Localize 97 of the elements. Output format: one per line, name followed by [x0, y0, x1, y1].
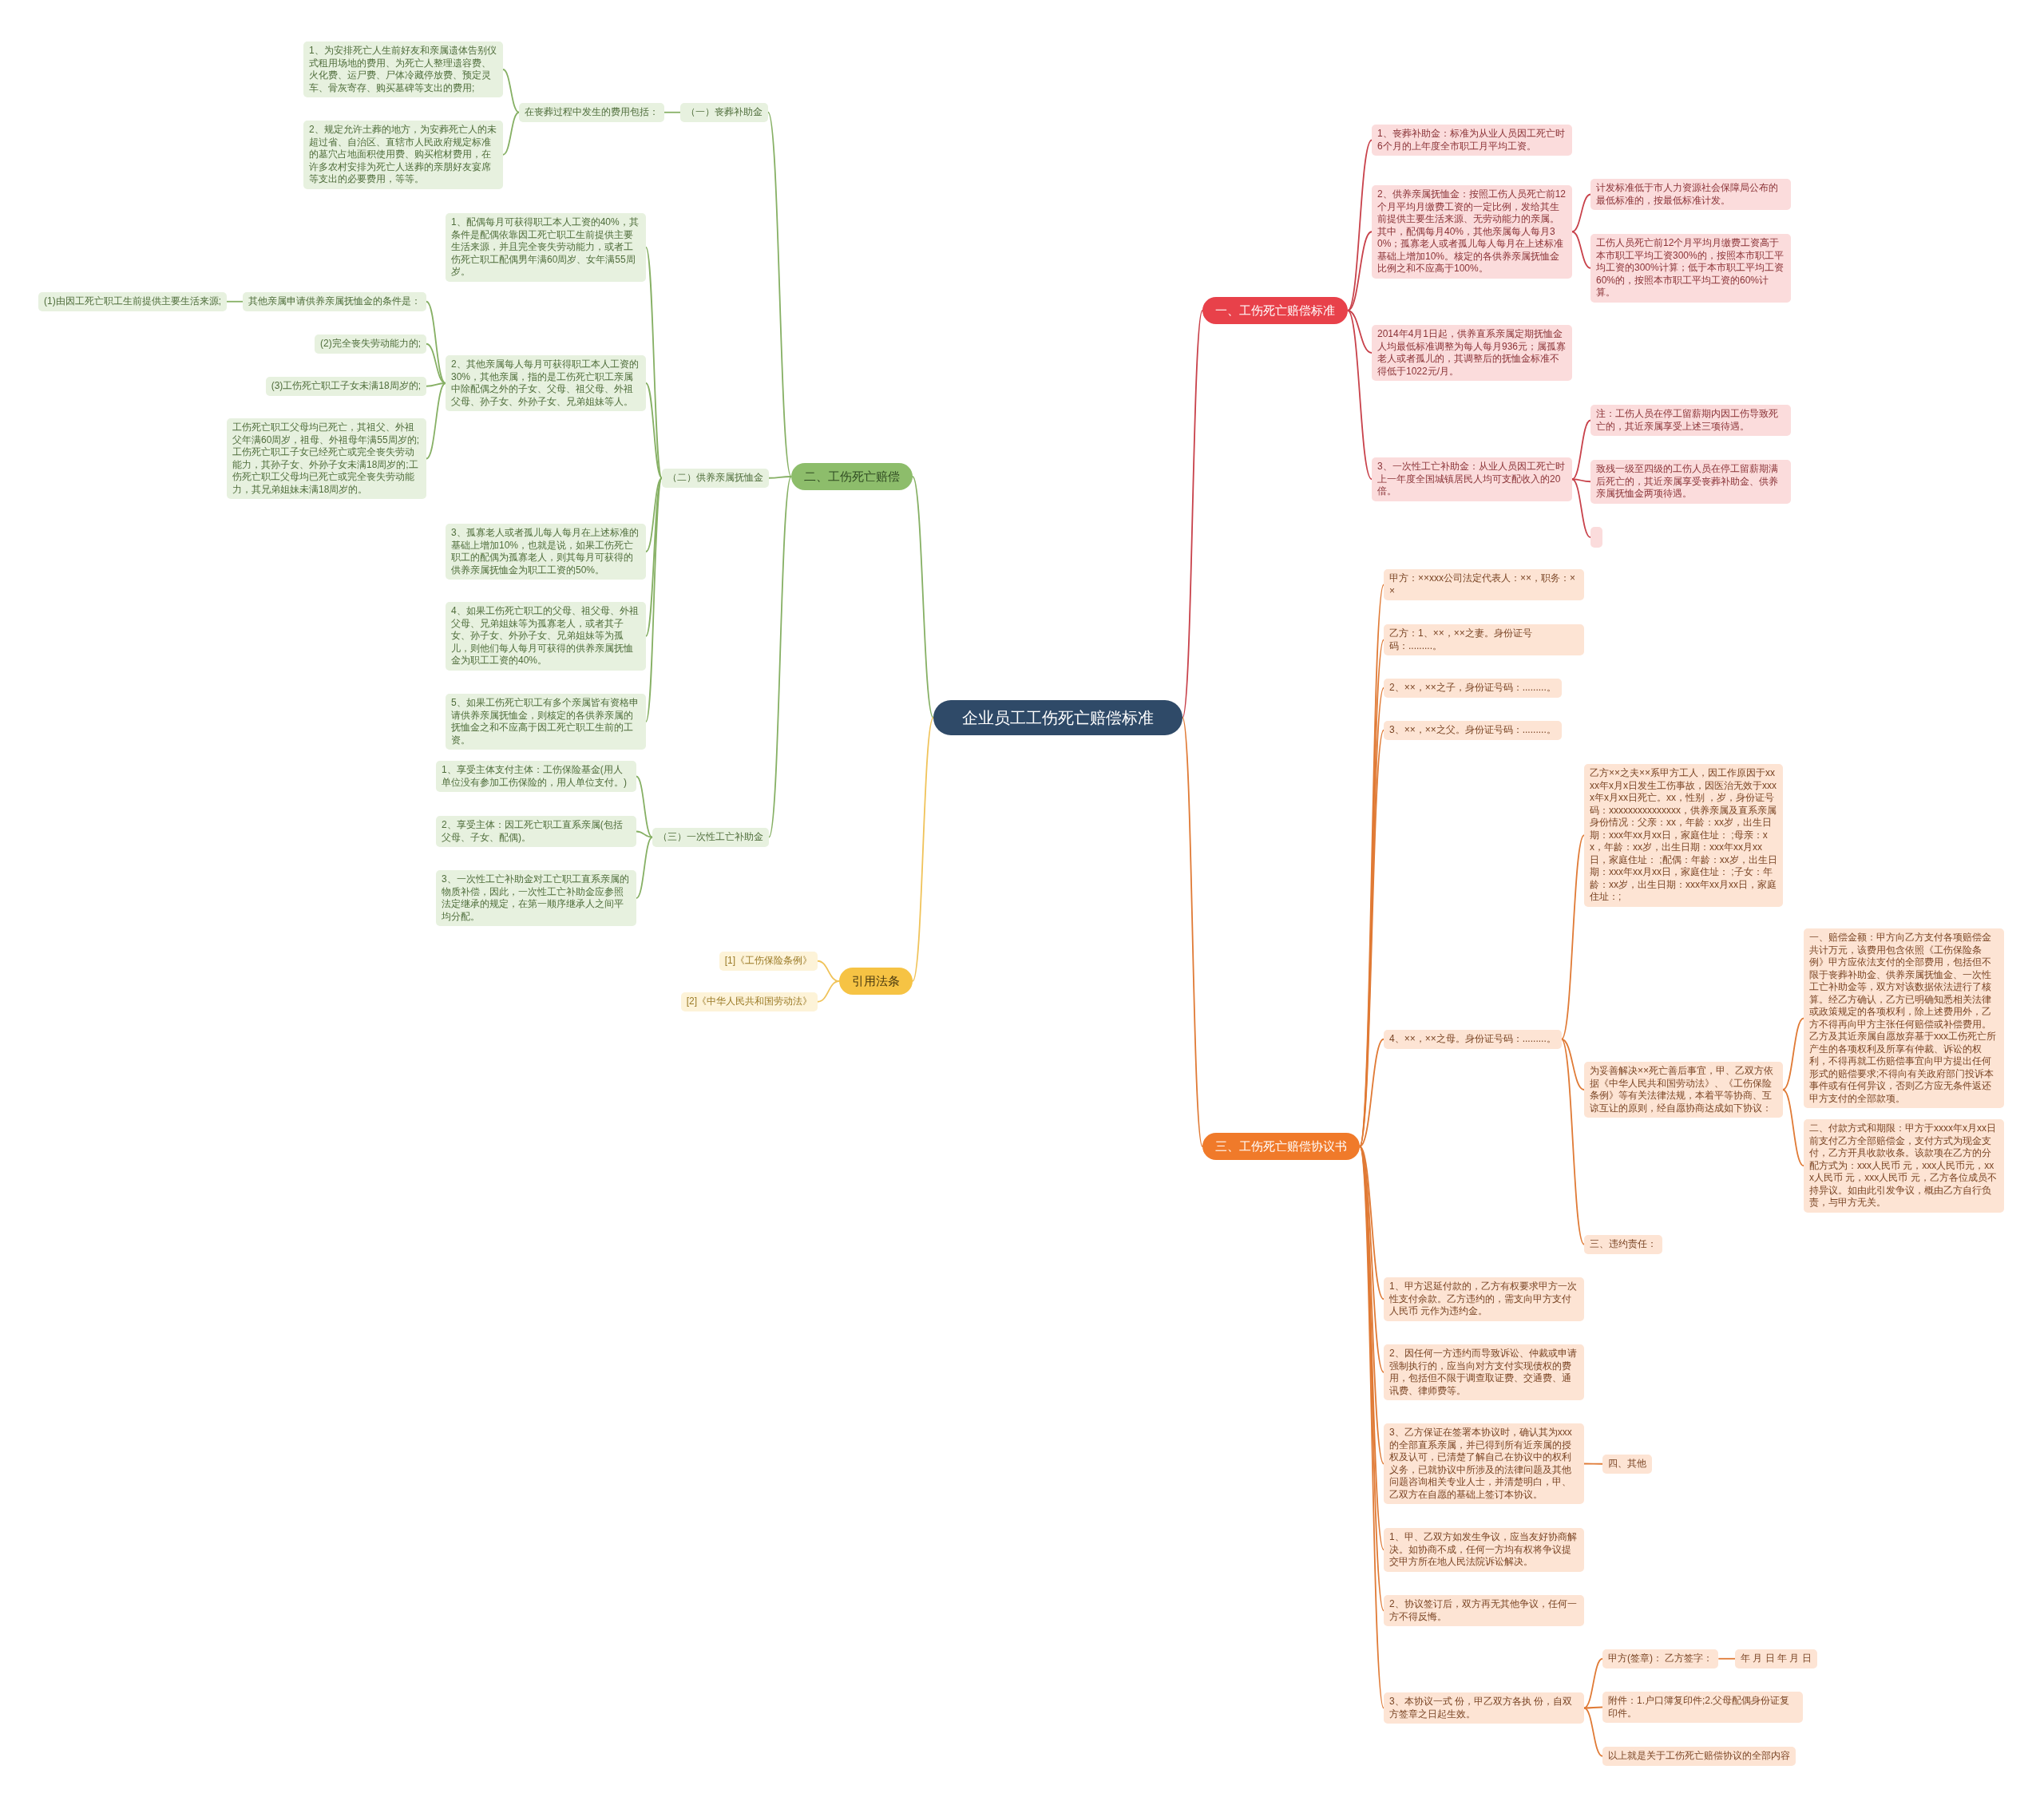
topic-box: 2、其他亲属每人每月可获得职工本人工资的30%，其他亲属，指的是工伤死亡职工亲属中除配偶之外的子女、父母、祖父母、外祖父母、孙子女、外孙子女、兄弟姐妹等人。: [446, 355, 646, 411]
topic-box: 计发标准低于市人力资源社会保障局公布的最低标准的，按最低标准计发。: [1590, 179, 1791, 210]
topic-box: 2、规定允许土葬的地方，为安葬死亡人的未超过省、自治区、直辖市人民政府规定标准的墓穴占地面积使用费、购买棺材费用，在许多农村安排为死亡人送葬的亲朋好友宴席等支出的必要费用，等等。: [303, 121, 503, 189]
topic-box: 3、本协议一式 份，甲乙双方各执 份，自双方签章之日起生效。: [1384, 1692, 1584, 1724]
connector-line: [1571, 231, 1591, 269]
topic-box: 3、孤寡老人或者孤儿每人每月在上述标准的基础上增加10%，也就是说，如果工伤死亡职工的配偶为孤寡老人，则其每月可获得的供养亲属抚恤金为职工工资的50%。: [446, 524, 646, 580]
topic-box: 1、丧葬补助金：标准为从业人员因工死亡时6个月的上年度全市职工月平均工资。: [1372, 125, 1572, 156]
branch-topic: 一、工伤死亡赔偿标准: [1202, 297, 1348, 324]
connector-line: [1182, 310, 1203, 718]
topic-box: 1、甲方迟延付款的，乙方有权要求甲方一次性支付余款。乙方违约的，需支向甲方支付人民币 元作为违约金。: [1384, 1277, 1584, 1321]
topic-box: 3、乙方保证在签署本协议时，确认其为xxx的全部直系亲属，并已得到所有近亲属的授权及认可，已清楚了解自己在协议中的权利义务，已就协议中所涉及的法律问题及其他问题咨询相关专业人士，并清楚明白，甲、乙双方在自愿的基础上签订本协议。: [1384, 1423, 1584, 1504]
central-topic: 企业员工工伤死亡赔偿标准: [933, 700, 1182, 735]
topic-box: 2、协议签订后，双方再无其他争议，任何一方不得反悔。: [1384, 1595, 1584, 1626]
topic-box: 3、一次性工亡补助金对工亡职工直系亲属的物质补偿，因此，一次性工亡补助金应参照法定继承的规定，在第一顺序继承人之间平均分配。: [436, 870, 636, 926]
topic-box: (3)工伤死亡职工子女未满18周岁的;: [265, 377, 426, 396]
topic-box: 年 月 日 年 月 日: [1735, 1649, 1817, 1668]
connector-line: [1583, 1706, 1603, 1709]
connector-line: [426, 382, 446, 460]
topic-box: （二）供养亲属抚恤金: [662, 469, 769, 488]
connector-line: [426, 342, 446, 384]
topic-box: 2014年4月1日起，供养直系亲属定期抚恤金人均最低标准调整为每人每月936元；属孤寡老人或者孤儿的，其调整后的抚恤金标准不得低于1022元/月。: [1372, 325, 1572, 381]
topic-box: 3、××，××之父。身份证号码：.........。: [1384, 721, 1562, 740]
connector-line: [1571, 478, 1591, 538]
topic-box: 甲方：××xxx公司法定代表人：××，职务：××: [1384, 569, 1584, 600]
connector-line: [1571, 478, 1591, 483]
topic-box: （一）丧葬补助金: [680, 103, 768, 122]
topic-box: 2、因任何一方违约而导致诉讼、仲裁或申请强制执行的，应当向对方支付实现债权的费用，包括但不限于调查取证费、交通费、通讯费、律师费等。: [1384, 1344, 1584, 1400]
topic-box: 2、享受主体：因工死亡职工直系亲属(包括父母、子女、配偶)。: [436, 816, 636, 847]
connector-line: [1571, 193, 1591, 233]
empty-box: [1590, 527, 1602, 548]
connector-line: [912, 476, 934, 718]
topic-box: 甲方(签章)： 乙方签字：: [1602, 1649, 1719, 1668]
topic-box: 工伤人员死亡前12个月平均月缴费工资高于本市职工平均工资300%的，按照本市职工平均工资的300%计算；低于本市职工平均工资60%的，按照本市职工平均工资的60%计算。: [1590, 234, 1791, 303]
topic-box: (2)完全丧失劳动能力的;: [315, 334, 426, 354]
topic-box: 三、违约责任：: [1584, 1235, 1662, 1254]
topic-box: 2、××，××之子，身份证号码：.........。: [1384, 679, 1562, 698]
topic-box: 二、付款方式和期限：甲方于xxxx年x月xx日前支付乙方全部赔偿金，支付方式为现金支付，乙方开具收款收条。该款项在乙方的分配方式为：xxx人民币 元，xxx人民币元，xxx人民币 元，xxx人民币 元，乙方各位成员不持异议。如由此引发争议，概由乙方自行负责，与甲方无关。: [1804, 1119, 2004, 1213]
connector-line: [1182, 717, 1203, 1147]
topic-box: 1、甲、乙双方如发生争议，应当友好协商解决。如协商不成，任何一方均有权将争议提交甲方所在地人民法院诉讼解决。: [1384, 1528, 1584, 1572]
connector-line: [1583, 1657, 1603, 1709]
topic-box: 为妥善解决××死亡善后事宜，甲、乙双方依据《中华人民共和国劳动法》、《工伤保险条例》等有关法律法规，本着平等协商、互谅互让的原则，经自愿协商达成如下协议：: [1584, 1062, 1783, 1118]
topic-box: [2]《中华人民共和国劳动法》: [680, 992, 818, 1011]
topic-box: 1、配偶每月可获得职工本人工资的40%，其条件是配偶依靠因工死亡职工生前提供主要生活来源，并且完全丧失劳动能力，或者工伤死亡职工配偶男年满60周岁、女年满55周岁。: [446, 213, 646, 282]
connector-line: [1347, 310, 1373, 481]
branch-topic: 二、工伤死亡赔偿: [791, 463, 913, 490]
topic-box: 其他亲属申请供养亲属抚恤金的条件是：: [243, 292, 426, 311]
connector-line: [1347, 310, 1373, 354]
connector-line: [1583, 1463, 1603, 1465]
connector-line: [1583, 1707, 1603, 1757]
topic-box: 注：工伤人员在停工留薪期内因工伤导致死亡的，其近亲属享受上述三项待遇。: [1590, 405, 1791, 436]
connector-line: [1782, 1089, 1804, 1167]
topic-box: [1]《工伤保险条例》: [719, 952, 818, 971]
topic-box: (1)由因工死亡职工生前提供主要生活来源;: [38, 292, 227, 311]
connector-line: [1782, 1017, 1804, 1091]
topic-box: 1、为安排死亡人生前好友和亲属遗体告别仪式租用场地的费用、为死亡人整理遗容费、火化费、运尸费、尸体冷藏停放费、预定灵车、骨灰寄存、购买墓碑等支出的费用;: [303, 42, 503, 97]
connector-line: [1359, 1038, 1384, 1147]
connector-line: [1347, 139, 1373, 311]
connector-line: [1560, 1038, 1585, 1245]
topic-box: 乙方：1、××，××之妻。身份证号码：.........。: [1384, 624, 1584, 655]
connector-line: [426, 382, 446, 387]
topic-box: 4、××，××之母。身份证号码：.........。: [1384, 1030, 1562, 1049]
connector-line: [226, 300, 244, 303]
connector-line: [1347, 231, 1373, 311]
topic-box: 2、供养亲属抚恤金：按照工伤人员死亡前12个月平均月缴费工资的一定比例，发给其生前提供主要生活来源、无劳动能力的亲属。其中，配偶每月40%，其他亲属每人每月30%；孤寡老人或者孤儿每人每月在上述标准基础上增加10%。核定的各供养亲属抚恤金比例之和不应高于100%。: [1372, 185, 1572, 279]
topic-box: 3、一次性工亡补助金：从业人员因工死亡时上一年度全国城镇居民人均可支配收入的20倍。: [1372, 457, 1572, 501]
topic-box: 四、其他: [1602, 1455, 1652, 1474]
connector-line: [502, 69, 520, 113]
connector-line: [645, 477, 663, 552]
topic-box: 以上就是关于工伤死亡赔偿协议的全部内容: [1602, 1747, 1796, 1766]
topic-box: 致残一级至四级的工伤人员在停工留薪期满后死亡的，其近亲属享受丧葬补助金、供养亲属抚恤金两项待遇。: [1590, 460, 1791, 504]
topic-box: 在丧葬过程中发生的费用包括：: [519, 103, 664, 122]
connector-line: [664, 111, 681, 113]
connector-line: [817, 980, 840, 1003]
connector-line: [426, 300, 446, 384]
connector-line: [768, 476, 792, 838]
connector-line: [636, 836, 653, 899]
topic-box: 1、享受主体支付主体：工伤保险基金(用人单位没有参加工伤保险的，用人单位支付。): [436, 761, 636, 792]
topic-box: （三）一次性工亡补助金: [652, 828, 769, 847]
connector-line: [1717, 1657, 1736, 1660]
topic-box: 工伤死亡职工父母均已死亡，其祖父、外祖父年满60周岁，祖母、外祖母年满55周岁的;工伤死亡职工子女已经死亡或完全丧失劳动能力，其孙子女、外孙子女未满18周岁的;工伤死亡职工父母均已死亡或完全丧失劳动能力，其兄弟姐妹未满18周岁的。: [227, 418, 426, 499]
topic-box: 一、赔偿金额：甲方向乙方支付各项赔偿金共计万元，该费用包含依照《工伤保险条例》甲方应依法支付的全部费用，包括但不限于丧葬补助金、供养亲属抚恤金、一次性工亡补助金等，双方对该数据依法进行了核算。经乙方确认，乙方已明确知悉相关法律或政策规定的各项权利，除上述费用外，乙方不得再向甲方主张任何赔偿或补偿费用。乙方及其近亲属自愿放弃基于xxx工伤死亡所产生的各项权利及所享有仲裁、诉讼的权利，不得再就工伤赔偿事宜向甲方提出任何形式的赔偿要求;不得向有关政府部门投诉本事件或有任何异议，否则乙方应无条件返还甲方支付的全部款项。: [1804, 928, 2004, 1108]
branch-topic: 三、工伤死亡赔偿协议书: [1202, 1133, 1360, 1160]
connector-line: [636, 775, 653, 838]
connector-line: [1560, 834, 1585, 1040]
connector-line: [1571, 419, 1591, 481]
connector-line: [767, 111, 792, 477]
topic-box: 乙方××之夫××系甲方工人，因工作原因于xxxx年x月x日发生工伤事故，因医治无效于xxxx年x月xx日死亡。xx，性别 ，岁，身份证号码：xxxxxxxxxxxxxxx，供养亲属及直系亲属身份情况：父亲：xx，年龄：xx岁，出生日期：xxx年xx月xx日，家庭住址： ;母亲：xx，年龄：xx岁，出生日期：xxx年xx月xx日，家庭住址： ;配偶：年龄：xx岁，出生日期：xxx年xx月xx日，家庭住址： ;子女：年龄：xx岁，出生日期：xxx年xx月xx日，家庭住址：;: [1584, 764, 1783, 907]
branch-topic: 引用法条: [839, 968, 913, 995]
connector-line: [912, 717, 934, 982]
connector-line: [768, 476, 792, 479]
connector-line: [636, 830, 653, 838]
connector-line: [1560, 1038, 1585, 1091]
topic-box: 附件：1.户口簿复印件;2.父母配偶身份证复印件。: [1602, 1692, 1803, 1723]
connector-line: [502, 111, 520, 156]
topic-box: 5、如果工伤死亡职工有多个亲属皆有资格申请供养亲属抚恤金，则核定的各供养亲属的抚恤金之和不应高于因工死亡职工生前的工资。: [446, 694, 646, 750]
connector-line: [645, 382, 663, 479]
topic-box: 4、如果工伤死亡职工的父母、祖父母、外祖父母、兄弟姐妹等为孤寡老人，或者其子女、孙子女、外孙子女、兄弟姐妹等为孤儿，则他们每人每月可获得的供养亲属抚恤金为职工工资的40%。: [446, 602, 646, 671]
